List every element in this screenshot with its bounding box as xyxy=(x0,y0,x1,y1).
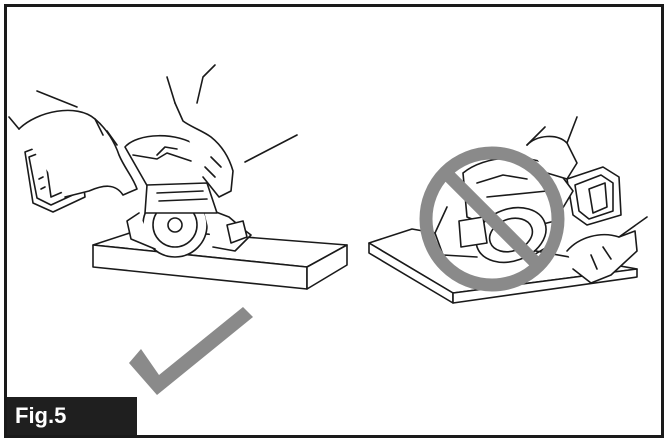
prohibition-icon xyxy=(419,146,565,292)
figure-illustration xyxy=(8,64,648,395)
hands-left xyxy=(8,64,234,198)
figure-frame: Fig.5 xyxy=(4,4,664,438)
battery-pack-right xyxy=(566,166,622,226)
left-panel-correct xyxy=(8,64,348,290)
right-panel-incorrect xyxy=(368,116,648,304)
circular-saw-left xyxy=(124,134,252,258)
hands-right xyxy=(526,116,648,284)
figure-label: Fig.5 xyxy=(7,397,137,435)
checkmark-icon xyxy=(129,307,253,395)
